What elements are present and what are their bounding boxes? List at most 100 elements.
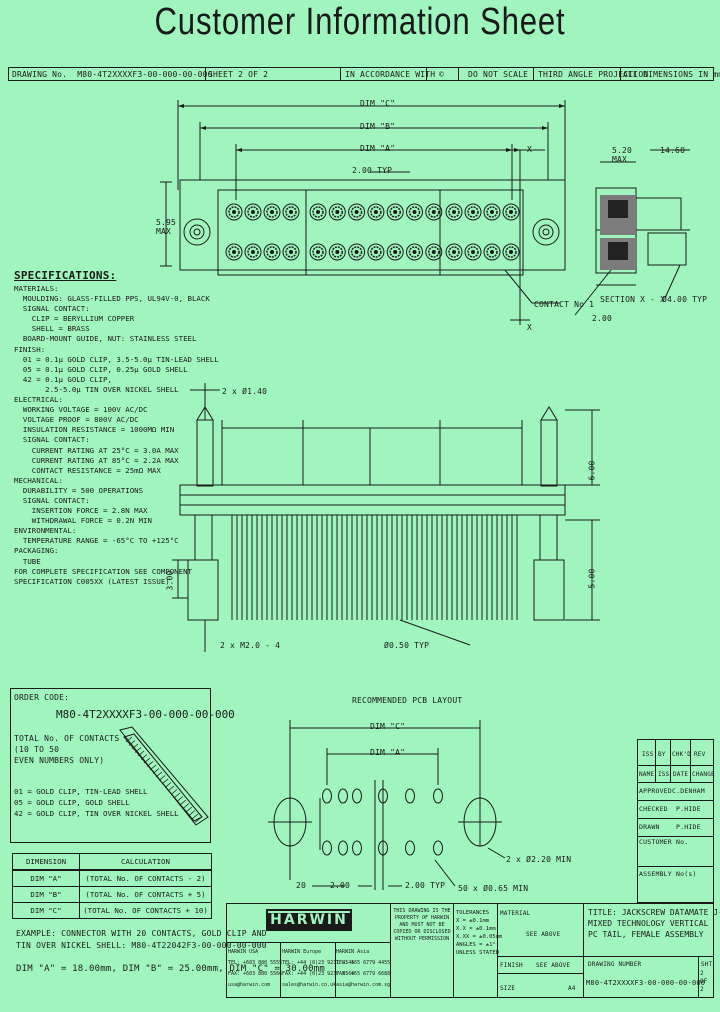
contact-socket-core: [335, 210, 340, 214]
contact-socket: [282, 243, 300, 261]
spec-line: 42 = 0.1µ GOLD CLIP,: [14, 374, 112, 384]
revision-block: [637, 739, 714, 903]
contact-socket-core: [452, 210, 456, 214]
contact-socket-inner: [428, 206, 440, 218]
dim-header-calculation: CALCULATION: [79, 853, 212, 870]
header-strip: [8, 67, 714, 81]
pcb-holes-big: 2 x Ø2.20 MIN: [506, 855, 572, 864]
assembly-label: ASSEMBLY No(s): [639, 870, 697, 878]
scale-note: DO NOT SCALE: [468, 70, 529, 79]
pcb-dim-200: 2.00: [330, 881, 351, 890]
contact-socket-inner: [331, 206, 344, 218]
contact-socket: [425, 243, 443, 261]
spec-line: PACKAGING:: [14, 546, 59, 556]
example-line-3: DIM "A" = 18.00mm, DIM "B" = 25.00mm, DI…: [16, 964, 326, 974]
contact-socket: [406, 243, 423, 261]
drawn-value: P.HIDE: [676, 823, 701, 831]
contact-socket: [367, 203, 385, 221]
drawn-label: DRAWN: [639, 823, 660, 831]
connector-pin: [191, 813, 199, 820]
spec-line: VOLTAGE PROOF = 800V AC/DC: [14, 415, 139, 425]
contact-socket-inner: [448, 206, 460, 218]
contact-socket: [309, 243, 327, 261]
contact-socket: [244, 203, 262, 221]
contact-socket: [328, 243, 346, 261]
spec-line: TUBE: [14, 556, 41, 566]
contact-socket: [282, 203, 300, 221]
spec-line: WORKING VOLTAGE = 100V AC/DC: [14, 405, 148, 415]
pcb-hole: [405, 840, 415, 856]
total-contacts-label: TOTAL No. OF CONTACTS: [14, 734, 120, 743]
connector-pin: [176, 796, 184, 802]
contact-socket: [425, 203, 443, 221]
contact-socket: [502, 243, 520, 261]
spec-line: ELECTRICAL:: [14, 395, 63, 405]
contact-socket-inner: [467, 206, 479, 218]
tolerance-line: X.X = ±0.1mm: [456, 926, 496, 932]
contact-socket-inner: [247, 246, 259, 258]
drawing-number-label: DRAWING NUMBER: [588, 961, 642, 968]
section-label: SECTION X - X: [600, 295, 666, 304]
material-value: SEE ABOVE: [526, 931, 561, 938]
h-300-label: 3.00: [165, 570, 175, 591]
contact-socket: [464, 243, 482, 261]
pin-bottom-label: 2 x M2.0 - 4: [220, 641, 281, 650]
part-title-line: TITLE: JACKSCREW DATAMATE J-TEK: [588, 908, 720, 917]
sheet-value: 2 OF 2: [700, 970, 708, 993]
total-contacts-note: EVEN NUMBERS ONLY): [14, 756, 105, 765]
contact-socket-inner: [389, 206, 401, 218]
table-row: DIM "A"(TOTAL No. OF CONTACTS - 2): [12, 870, 212, 887]
x-bottom-label: X: [527, 323, 533, 332]
contact-socket-core: [431, 250, 436, 254]
dimension-table-rows: DIM "A"(TOTAL No. OF CONTACTS - 2)DIM "B…: [12, 870, 212, 919]
size-value: A4: [568, 985, 576, 992]
checked-value: P.HIDE: [676, 805, 701, 813]
tolerance-line: X = ±0.1mm: [456, 918, 490, 924]
drawing-no: DRAWING No. M80-4T2XXXXF3-00-000-00-000: [12, 70, 213, 79]
contact-socket-core: [289, 210, 293, 214]
spec-line: CLIP = BERYLLIUM COPPER: [14, 314, 135, 324]
contact-socket-core: [431, 210, 436, 214]
contact-socket-core: [270, 210, 274, 214]
contact-socket-core: [509, 250, 513, 254]
contact-socket-inner: [228, 206, 240, 218]
material-label: MATERIAL: [500, 910, 531, 917]
pin-top-label: 2 x Ø1.40: [222, 387, 268, 396]
dim-b-label: DIM "B": [360, 122, 396, 131]
example-line-1: EXAMPLE: CONNECTOR WITH 20 CONTACTS, GOL…: [16, 929, 267, 938]
spec-line: INSERTION FORCE = 2.8N MAX: [14, 506, 148, 516]
dim-calc-cell: (TOTAL No. OF CONTACTS + 5): [79, 886, 212, 903]
drawing-number: M80-4T2XXXXF3-00-000-00-000: [586, 979, 706, 987]
pcb-dim-a: DIM "A": [370, 748, 406, 757]
w-1460-label: 14.60: [660, 146, 686, 155]
dim-header-dimension: DIMENSION: [12, 853, 80, 870]
dim-calc-cell: (TOTAL No. OF CONTACTS - 2): [79, 870, 212, 887]
contact-socket: [483, 243, 501, 261]
connector-pin: [131, 743, 139, 750]
connector-pin: [188, 810, 196, 816]
connector-pin: [194, 817, 202, 823]
example-line-2: TIN OVER NICKEL SHELL: M80-4T22042F3-00-…: [16, 941, 267, 950]
contact-socket-inner: [350, 206, 363, 218]
dim-name-cell: DIM "B": [12, 886, 80, 903]
connector-pin: [137, 750, 145, 757]
contact-socket: [367, 243, 385, 261]
spec-line: MATERIALS:: [14, 284, 59, 293]
connector-pin: [170, 789, 178, 795]
spec-line: FINISH:: [14, 344, 46, 354]
contact-socket-core: [373, 250, 378, 254]
contact-socket: [263, 243, 281, 261]
contact-socket-inner: [486, 246, 498, 258]
spec-line: ENVIRONMENTAL:: [14, 526, 77, 536]
contact-socket-inner: [505, 246, 517, 258]
contact-socket-core: [289, 250, 293, 254]
contact-socket-core: [373, 210, 378, 214]
contact-socket-inner: [285, 246, 297, 258]
contact-socket-inner: [486, 206, 498, 218]
contact-socket: [309, 203, 327, 221]
rev-name: NAME: [639, 771, 655, 778]
pitch-top-label: 2.00 TYP: [352, 166, 393, 175]
contact-socket-core: [471, 210, 475, 214]
order-code-box: [10, 688, 211, 843]
